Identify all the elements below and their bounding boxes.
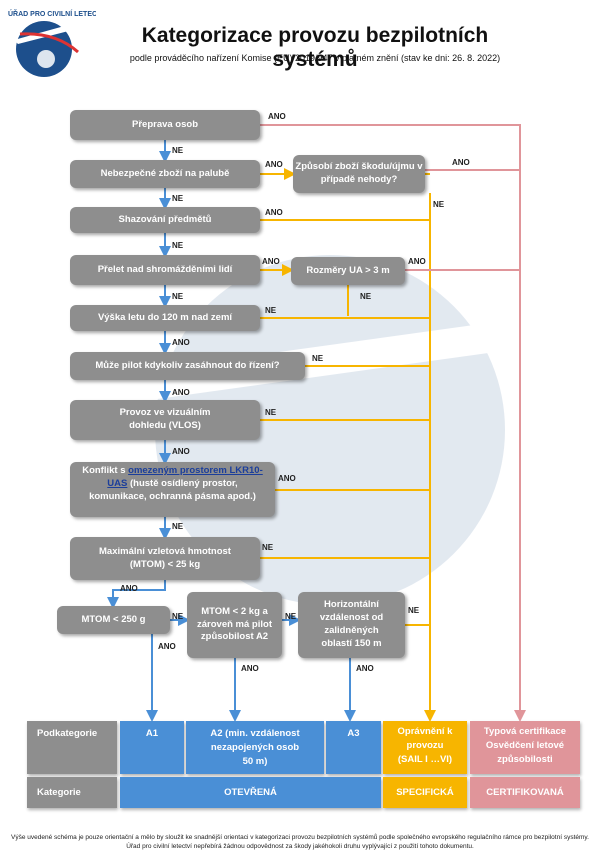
node-goods-damage: Způsobí zboží škodu/újmu v případě nehod… — [293, 155, 425, 193]
node-vlos: Provoz ve vizuálním dohledu (VLOS) — [70, 400, 260, 440]
page-subtitle: podle prováděcího nařízení Komise (EU) 2… — [129, 53, 501, 63]
restricted-airspace-link[interactable]: omezeným prostorem LKR10-UAS — [107, 465, 263, 489]
category-open: OTEVŘENÁ — [120, 777, 381, 808]
label-no: NE — [408, 606, 420, 615]
label-no: NE — [360, 292, 372, 301]
page-title: Kategorizace provozu bezpilotních systém… — [141, 24, 489, 71]
node-dropping-objects: Shazování předmětů — [70, 207, 260, 233]
subcategory-a3: A3 — [326, 721, 381, 774]
node-mtom-25kg: Maximální vzletová hmotnost (MTOM) < 25 … — [70, 537, 260, 580]
category-row-label: Kategorie — [27, 777, 117, 808]
node-text: Konflikt s — [82, 465, 129, 476]
label-no: NE — [262, 543, 274, 552]
label-no: NE — [265, 408, 277, 417]
node-text: (hustě osídlený prostor, komunikace, och… — [89, 477, 256, 502]
label-yes: ANO — [265, 160, 283, 169]
label-yes: ANO — [278, 474, 296, 483]
label-no: NE — [285, 612, 297, 621]
node-restricted-airspace: Konflikt s omezeným prostorem LKR10-UAS … — [70, 462, 275, 517]
label-no: NE — [172, 194, 184, 203]
node-over-assemblies: Přelet nad shromážděními lidí — [70, 255, 260, 285]
label-no: NE — [312, 354, 324, 363]
node-mtom-2kg: MTOM < 2 kg a zároveň má pilot způsobilo… — [187, 592, 282, 658]
label-yes: ANO — [172, 388, 190, 397]
ucl-logo: ÚŘAD PRO CIVILNÍ LETECTVÍ — [6, 4, 109, 89]
subcategory-row-label: Podkategorie — [27, 721, 117, 774]
subcategory-specific: Oprávnění k provozu (SAIL I …VI) — [383, 721, 467, 774]
node-passenger-transport: Přeprava osob — [70, 110, 260, 140]
category-certified: CERTIFIKOVANÁ — [470, 777, 580, 808]
label-yes: ANO — [356, 664, 374, 673]
label-yes: ANO — [268, 112, 286, 121]
label-no: NE — [433, 200, 445, 209]
label-no: NE — [265, 306, 277, 315]
label-yes: ANO — [172, 447, 190, 456]
node-dangerous-goods: Nebezpečné zboží na palubě — [70, 160, 260, 188]
watermark-logo — [150, 200, 510, 625]
node-horizontal-distance: Horizontální vzdálenost od zalidněných o… — [298, 592, 405, 658]
category-specific: SPECIFICKÁ — [383, 777, 467, 808]
node-mtom-250g: MTOM < 250 g — [57, 606, 170, 634]
subcategory-a2: A2 (min. vzdálenost nezapojených osob 50… — [186, 721, 324, 774]
label-yes: ANO — [408, 257, 426, 266]
label-no: NE — [172, 241, 184, 250]
label-yes: ANO — [262, 257, 280, 266]
node-altitude: Výška letu do 120 m nad zemí — [70, 305, 260, 331]
label-no: NE — [172, 522, 184, 531]
label-yes: ANO — [241, 664, 259, 673]
node-ua-size: Rozměry UA > 3 m — [291, 257, 405, 285]
label-no: NE — [172, 146, 184, 155]
label-yes: ANO — [452, 158, 470, 167]
label-no: NE — [172, 292, 184, 301]
node-pilot-intervene: Může pilot kdykoliv zasáhnout do řízení? — [70, 352, 305, 380]
subcategory-a1: A1 — [120, 721, 184, 774]
label-yes: ANO — [172, 338, 190, 347]
svg-text:ÚŘAD PRO CIVILNÍ LETECTVÍ: ÚŘAD PRO CIVILNÍ LETECTVÍ — [8, 9, 96, 18]
label-yes: ANO — [120, 584, 138, 593]
subcategory-certified: Typová certifikace Osvědčení letové způs… — [470, 721, 580, 774]
label-yes: ANO — [158, 642, 176, 651]
label-yes: ANO — [265, 208, 283, 217]
label-no: NE — [172, 612, 184, 621]
disclaimer: Výše uvedené schéma je pouze orientační … — [11, 834, 589, 851]
